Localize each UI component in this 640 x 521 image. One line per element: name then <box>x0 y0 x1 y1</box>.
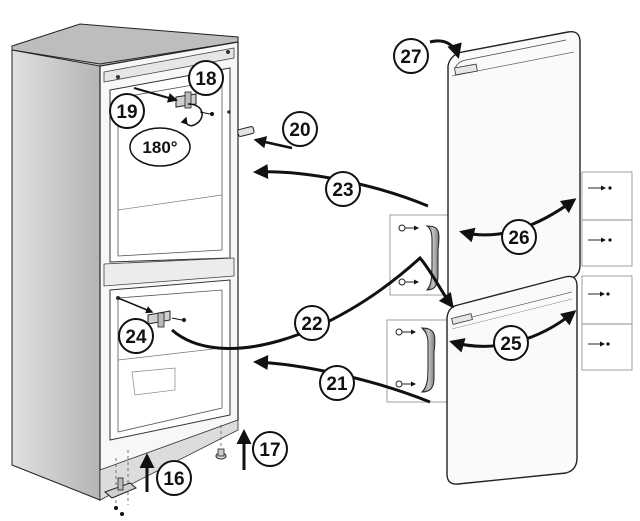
arrow-27 <box>429 39 462 59</box>
callout-18: 18 <box>188 60 224 96</box>
callout-26: 25 <box>493 325 529 361</box>
adjustable-foot <box>215 425 252 470</box>
callout-label: 24 <box>125 327 147 348</box>
callout-22: 22 <box>294 305 330 341</box>
callout-label: 16 <box>163 469 184 490</box>
callout-19: 19 <box>109 93 145 129</box>
callout-label: 27 <box>400 47 421 68</box>
hinge-pin <box>237 126 293 150</box>
rotate-arrow <box>180 103 203 127</box>
callout-label: 26 <box>508 228 529 249</box>
callout-label: 17 <box>259 440 280 461</box>
callout-label: 25 <box>500 334 522 355</box>
lower-screw-panels <box>581 275 633 371</box>
callout-16: 16 <box>156 460 192 496</box>
callout-27: 27 <box>393 38 429 74</box>
callout-21: 21 <box>319 365 355 401</box>
callout-25: 26 <box>501 219 537 255</box>
upper-hinge <box>133 87 214 127</box>
callout-label: 19 <box>116 102 137 123</box>
callout-17: 17 <box>252 431 288 467</box>
callout-label: 23 <box>332 180 353 201</box>
rotation-angle: 180° <box>142 138 177 157</box>
arrow-22 <box>171 255 454 350</box>
arrow-19 <box>133 87 178 103</box>
callout-20: 20 <box>282 111 318 147</box>
callout-24: 24 <box>118 318 154 354</box>
callout-label: 20 <box>289 120 310 141</box>
callout-label: 22 <box>301 314 322 335</box>
callout-23: 23 <box>325 171 361 207</box>
upper-door <box>447 31 581 308</box>
lower-door <box>446 275 578 485</box>
lower-handle-panel <box>386 319 458 403</box>
rotation-label: 180° <box>129 127 191 167</box>
callout-label: 18 <box>195 69 216 90</box>
middle-hinge <box>117 297 186 328</box>
bottom-hinge <box>104 450 155 516</box>
arrow-20 <box>253 136 293 150</box>
upper-screw-panels <box>581 171 633 267</box>
callout-label: 21 <box>326 374 348 395</box>
